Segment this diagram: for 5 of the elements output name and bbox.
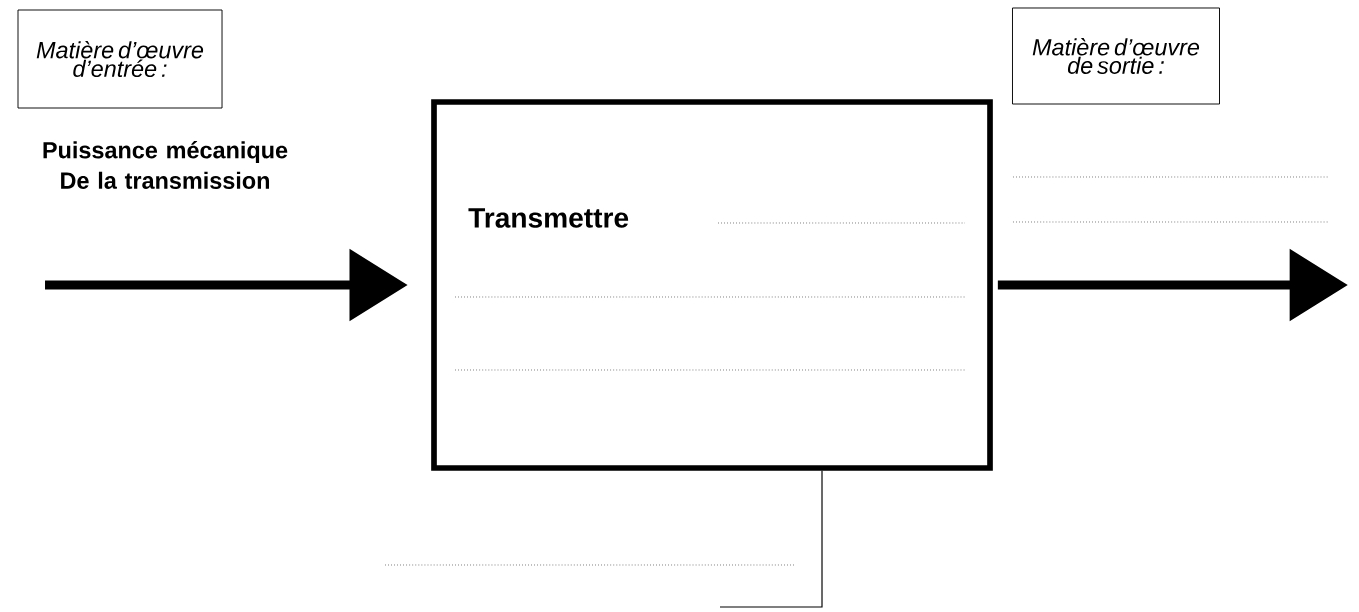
function-box: Transmettre xyxy=(431,99,993,471)
connector-line xyxy=(719,470,823,608)
label-box: Matière d’œuvre d’entrée : xyxy=(17,9,223,109)
label-box: Matière d’œuvre de sortie : xyxy=(1012,7,1220,105)
flow-label: Puissance mécanique De la transmission xyxy=(43,141,288,189)
